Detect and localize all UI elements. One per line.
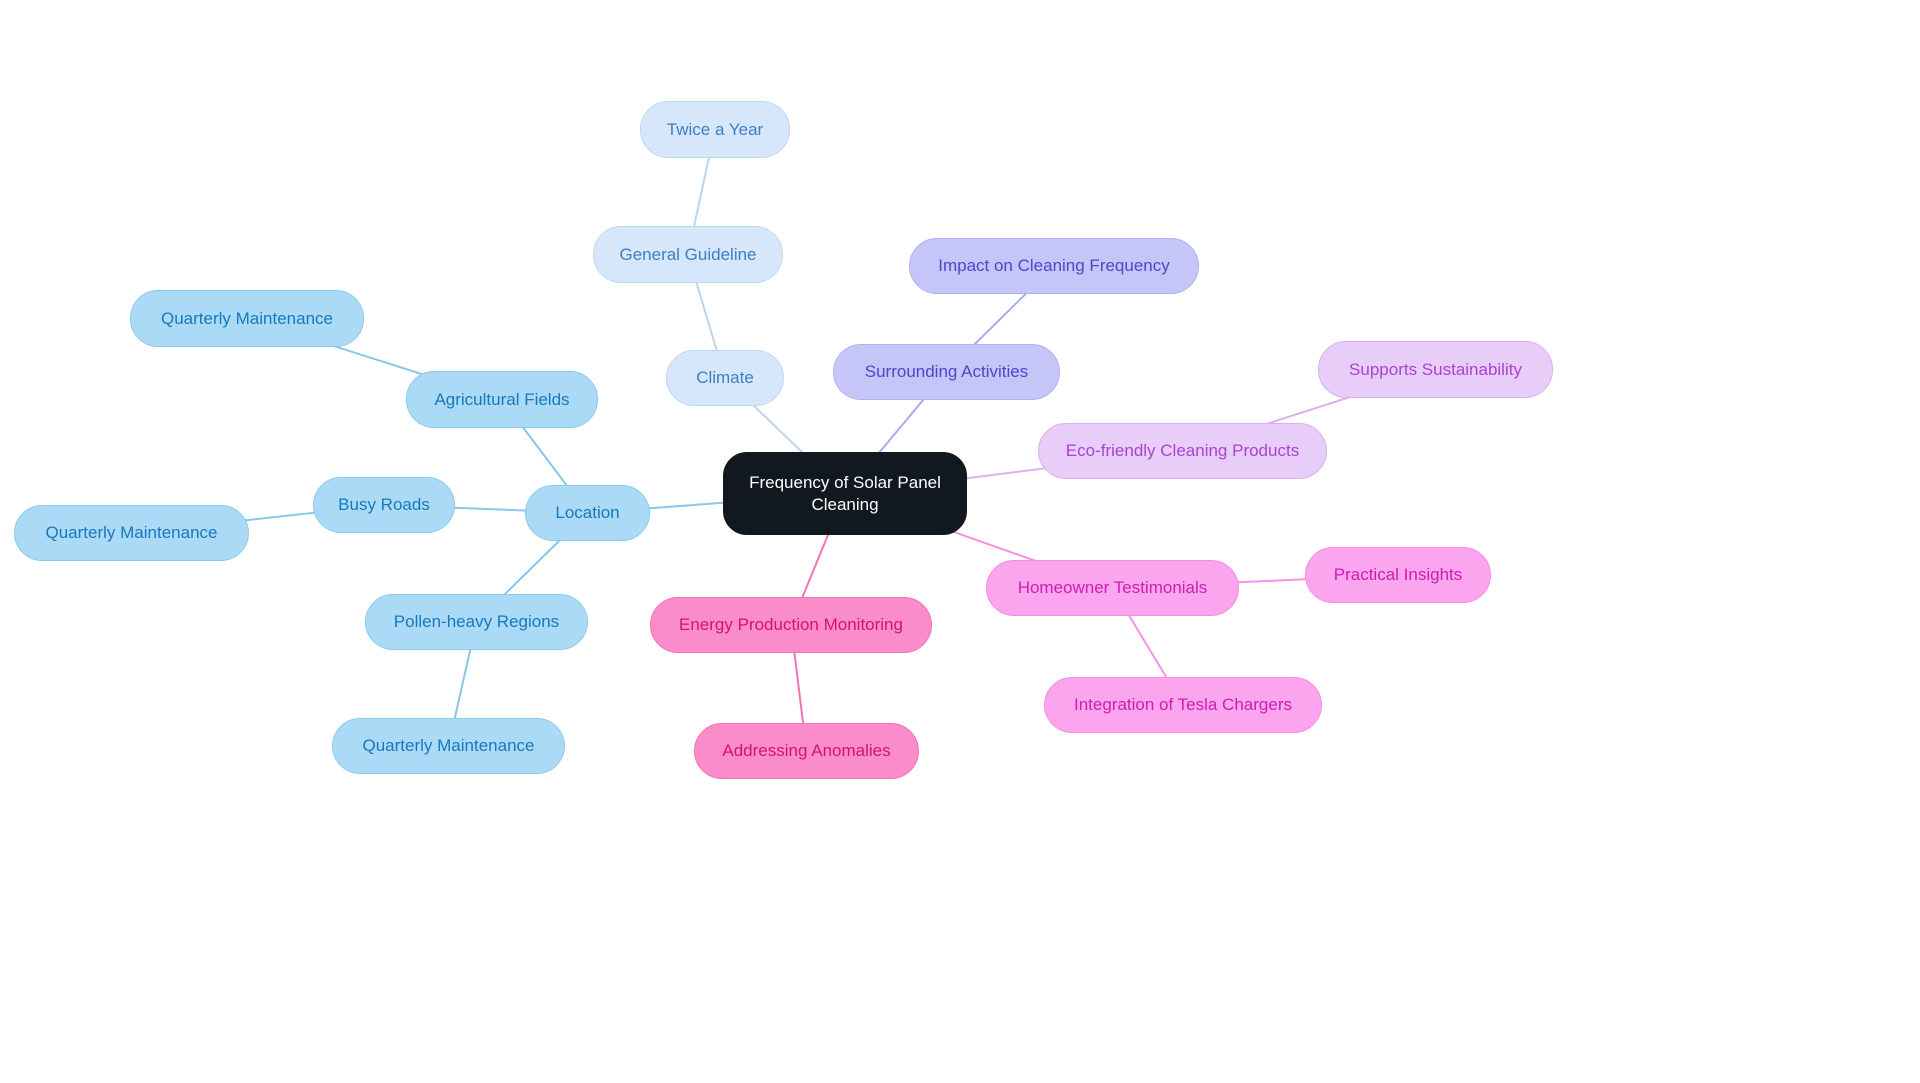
mindmap-node-practical-insights[interactable]: Practical Insights <box>1305 547 1491 603</box>
node-label: Pollen-heavy Regions <box>393 612 560 632</box>
node-label: Agricultural Fields <box>434 389 570 409</box>
node-label: Surrounding Activities <box>864 362 1029 382</box>
node-label: Quarterly Maintenance <box>45 523 218 543</box>
mindmap-node-agricultural-fields[interactable]: Agricultural Fields <box>406 371 598 428</box>
mindmap-node-supports-sustainability[interactable]: Supports Sustainability <box>1318 341 1553 398</box>
node-label: Climate <box>696 368 754 388</box>
node-label: Addressing Anomalies <box>722 741 891 761</box>
node-label: Practical Insights <box>1333 565 1463 585</box>
mindmap-node-addressing-anomalies[interactable]: Addressing Anomalies <box>694 723 919 779</box>
mindmap-node-energy-production-monitoring[interactable]: Energy Production Monitoring <box>650 597 932 653</box>
mindmap-node-quarterly-maintenance-top[interactable]: Quarterly Maintenance <box>130 290 364 347</box>
node-label: Frequency of Solar Panel Cleaning <box>749 473 941 514</box>
node-label: Quarterly Maintenance <box>161 308 333 328</box>
mindmap-node-impact-on-cleaning-frequency[interactable]: Impact on Cleaning Frequency <box>909 238 1199 294</box>
node-label: Impact on Cleaning Frequency <box>938 256 1170 276</box>
node-label: General Guideline <box>619 244 757 264</box>
mindmap-node-pollen-heavy-regions[interactable]: Pollen-heavy Regions <box>365 594 588 650</box>
node-label: Quarterly Maintenance <box>362 736 535 756</box>
node-label: Energy Production Monitoring <box>679 615 903 635</box>
node-label: Supports Sustainability <box>1349 359 1522 379</box>
mindmap-node-location[interactable]: Location <box>525 485 650 541</box>
mindmap-node-twice-a-year[interactable]: Twice a Year <box>640 101 790 158</box>
node-label: Busy Roads <box>338 495 430 515</box>
node-label: Twice a Year <box>666 119 764 139</box>
node-label: Homeowner Testimonials <box>1017 578 1208 598</box>
mindmap-node-quarterly-maintenance-left[interactable]: Quarterly Maintenance <box>14 505 249 561</box>
node-label: Eco-friendly Cleaning Products <box>1065 441 1300 461</box>
mindmap-node-busy-roads[interactable]: Busy Roads <box>313 477 455 533</box>
mindmap-node-general-guideline[interactable]: General Guideline <box>593 226 783 283</box>
mindmap-node-surrounding-activities[interactable]: Surrounding Activities <box>833 344 1060 400</box>
mindmap-node-climate[interactable]: Climate <box>666 350 784 406</box>
node-label: Integration of Tesla Chargers <box>1074 695 1292 715</box>
node-label: Location <box>555 503 620 523</box>
mindmap-node-eco-friendly-cleaning-products[interactable]: Eco-friendly Cleaning Products <box>1038 423 1327 479</box>
mindmap-root-node[interactable]: Frequency of Solar Panel Cleaning <box>723 452 967 535</box>
mindmap-node-quarterly-maintenance-bottom[interactable]: Quarterly Maintenance <box>332 718 565 774</box>
mindmap-node-homeowner-testimonials[interactable]: Homeowner Testimonials <box>986 560 1239 616</box>
mindmap-node-integration-of-tesla-chargers[interactable]: Integration of Tesla Chargers <box>1044 677 1322 733</box>
